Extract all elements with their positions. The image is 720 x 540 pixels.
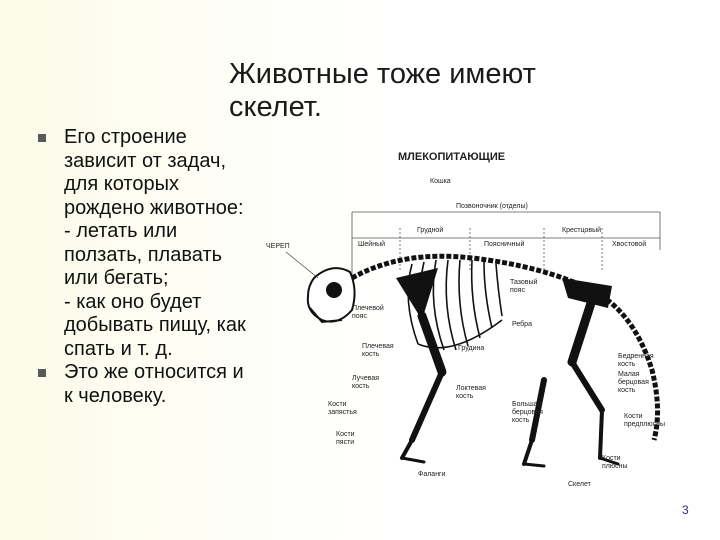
section-cervical: Шейный: [358, 240, 385, 248]
label-metacarpals: Кости: [336, 431, 355, 438]
label-carpals: Кости: [328, 401, 347, 408]
bullet-list: Его строение зависит от задач, для котор…: [38, 126, 288, 408]
center-labels: Тазовый пояс Ребра Грудина Локтевая кост…: [456, 278, 543, 424]
bullet-line: к человеку.: [64, 384, 167, 407]
hind-leg-icon: [522, 295, 620, 468]
bullet-square-icon: [38, 134, 46, 142]
section-lumbar: Поясничный: [484, 240, 525, 248]
bullet-line: - как оно будет: [64, 290, 202, 313]
label-fibula-3: кость: [618, 387, 636, 394]
bullet-line: зависит от задач,: [64, 149, 227, 172]
bullet-item: Его строение зависит от задач, для котор…: [38, 126, 288, 361]
label-fibula-2: берцовая: [618, 378, 649, 386]
pelvis-icon: [562, 278, 612, 308]
title-line-1: Животные тоже имеют: [229, 58, 536, 90]
label-metacarpals-2: пясти: [336, 439, 354, 446]
label-metatarsals-2: плюсны: [602, 463, 628, 470]
bullet-line: спать и т. д.: [64, 337, 173, 360]
title-line-2: скелет.: [229, 91, 322, 123]
label-radius-2: кость: [352, 383, 370, 390]
label-carpals-2: запястья: [328, 409, 357, 416]
bullet-line: ползать, плавать: [64, 243, 223, 266]
label-shoulder-girdle: Плечевой: [352, 304, 384, 312]
section-sacral: Крестцовый: [562, 226, 601, 234]
label-phalanges: Фаланги: [418, 471, 446, 478]
label-radius: Лучевая: [352, 375, 379, 382]
bullet-line: рождено животное:: [64, 196, 244, 219]
bullet-item: Это же относится и к человеку.: [38, 361, 288, 408]
label-tibia: Большая: [512, 401, 542, 408]
page-number: 3: [682, 503, 689, 517]
right-labels: Бедренная кость Малая берцовая кость Кос…: [568, 353, 665, 488]
scapula-icon: [396, 268, 438, 320]
spine-icon: [350, 253, 661, 441]
front-leg-icon: [400, 311, 447, 464]
label-ulna-2: кость: [456, 393, 474, 400]
label-tarsals-2: предплюсны: [624, 421, 665, 428]
label-calcaneus: Скелет: [568, 481, 592, 488]
bullet-line: Его строение: [64, 126, 187, 148]
label-metatarsals: Кости: [602, 455, 621, 462]
cat-skeleton-figure: МЛЕКОПИТАЮЩИЕ Кошка Позвоночник (отделы)…: [262, 140, 702, 500]
cat-skeleton-diagram: МЛЕКОПИТАЮЩИЕ Кошка Позвоночник (отделы)…: [266, 151, 665, 488]
bullet-line: - летать или: [64, 220, 178, 242]
label-ulna: Локтевая: [456, 385, 486, 392]
left-labels: Плечевой пояс Плечевая кость Лучевая кос…: [328, 304, 446, 478]
section-thoracic: Грудной: [417, 226, 443, 234]
bullet-line: или бегать;: [64, 267, 169, 289]
ribs-icon: [407, 259, 503, 351]
figure-title: МЛЕКОПИТАЮЩИЕ: [398, 151, 505, 163]
label-humerus: Плечевая: [362, 343, 394, 350]
label-humerus-2: кость: [362, 351, 380, 358]
label-ribs: Ребра: [512, 320, 532, 328]
label-femur-2: кость: [618, 361, 636, 368]
label-femur: Бедренная: [618, 353, 654, 360]
bullet-line: добывать пищу, как: [64, 314, 246, 336]
label-tarsals: Кости: [624, 413, 643, 420]
label-pelvic-girdle-2: пояс: [510, 287, 525, 294]
skull-icon: [306, 267, 356, 324]
label-tibia-2: берцовая: [512, 408, 543, 416]
label-tibia-3: кость: [512, 417, 530, 424]
section-caudal: Хвостовой: [612, 240, 646, 248]
slide-title: Животные тоже имеют скелет.: [229, 58, 689, 124]
label-sternum: Грудина: [458, 345, 484, 352]
spine-label: Позвоночник (отделы): [456, 203, 528, 210]
bullet-square-icon: [38, 369, 46, 377]
label-skull: ЧЕРЕП: [266, 243, 290, 250]
label-pelvic-girdle: Тазовый: [510, 278, 538, 286]
bullet-line: Это же относится и: [64, 361, 244, 383]
label-shoulder-girdle-2: пояс: [352, 313, 367, 320]
label-fibula: Малая: [618, 371, 640, 378]
bullet-line: для которых: [64, 173, 179, 195]
figure-subtitle: Кошка: [430, 178, 451, 185]
spine-brackets: [351, 211, 661, 290]
